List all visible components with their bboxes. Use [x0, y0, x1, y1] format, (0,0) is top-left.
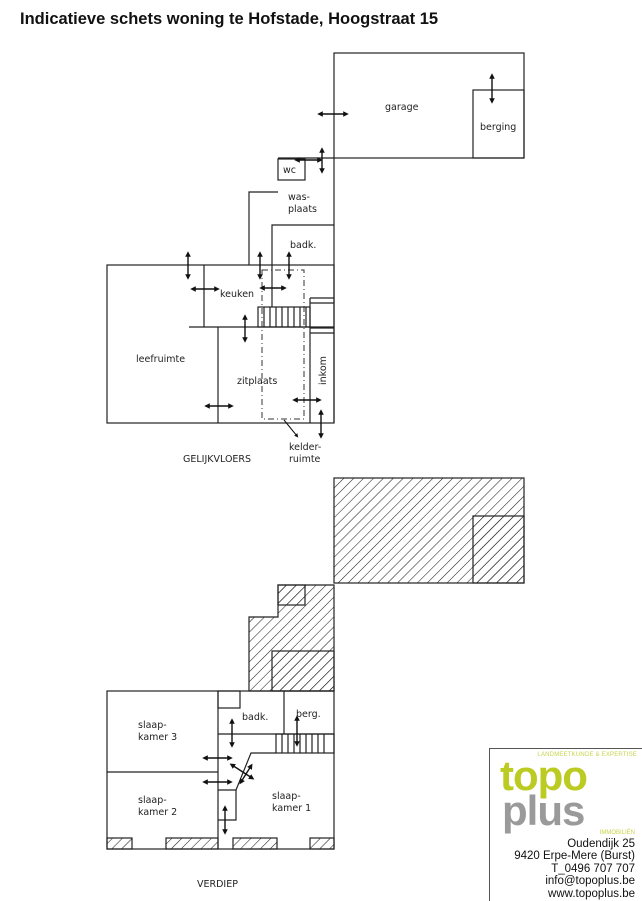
windows	[106, 837, 335, 850]
label-slaap1-1: slaap-	[272, 791, 301, 802]
label-slaap2-2: kamer 2	[138, 807, 177, 818]
upper-door-arrows	[202, 715, 300, 835]
upper-floor-label: VERDIEP	[197, 879, 238, 890]
address: Oudendijk 25	[567, 838, 635, 850]
label-slaap3-1: slaap-	[138, 720, 167, 731]
logo-sub: IMMOBILIËN	[599, 830, 635, 836]
logo-plus: plus	[502, 787, 585, 834]
label-keuken: keuken	[220, 289, 254, 300]
label-zitplaats: zitplaats	[237, 376, 277, 387]
badkamer-wall	[271, 224, 334, 307]
label-leefruimte: leefruimte	[136, 354, 185, 365]
ground-floor-plan: garage berging wc was- plaats badk. keuk…	[106, 52, 525, 465]
phone: T_0496 707 707	[551, 862, 635, 875]
email-link[interactable]: info@topoplus.be	[545, 875, 635, 888]
label-slaap2-1: slaap-	[138, 795, 167, 806]
upper-floor-plan: slaap- kamer 3 slaap- kamer 2 slaap- kam…	[106, 477, 525, 890]
page-title: Indicatieve schets woning te Hofstade, H…	[20, 10, 439, 28]
label-wasplaats-1: was-	[288, 192, 310, 203]
ground-floor-label: GELIJKVLOERS	[183, 454, 251, 465]
label-kelder-1: kelder-	[289, 442, 321, 453]
label-berging: berging	[480, 122, 516, 133]
label-berg: berg.	[296, 709, 321, 720]
garage-room	[333, 52, 525, 159]
upper-stairs	[275, 733, 335, 754]
label-upper-badk: badk.	[242, 712, 268, 723]
city: 9420 Erpe-Mere (Burst)	[514, 850, 635, 863]
website-link[interactable]: www.topoplus.be	[548, 887, 635, 900]
label-wc: wc	[283, 165, 296, 176]
label-inkom: inkom	[318, 356, 329, 385]
contact-info: Oudendijk 25 9420 Erpe-Mere (Burst) T_04…	[514, 838, 635, 900]
label-wasplaats-2: plaats	[288, 204, 317, 215]
stairs	[257, 306, 311, 328]
wc-room	[277, 158, 306, 181]
logo-tagline: LANDMEETKUNDE & EXPERTISE	[537, 752, 637, 758]
door-arrows	[185, 73, 495, 439]
label-badk: badk.	[290, 240, 316, 251]
label-kelder-2: ruimte	[289, 454, 321, 465]
kelder-leader	[283, 419, 299, 438]
label-slaap1-2: kamer 1	[272, 803, 311, 814]
label-slaap3-2: kamer 3	[138, 732, 177, 743]
kelder-outline	[261, 269, 305, 420]
wasplaats-wall	[248, 191, 278, 265]
label-garage: garage	[385, 102, 419, 113]
logo-topo: topo	[500, 752, 588, 799]
berging-room	[472, 89, 525, 159]
living-outline	[106, 264, 335, 424]
topoplus-logo-block: LANDMEETKUNDE & EXPERTISE topo plus IMMO…	[489, 748, 642, 901]
